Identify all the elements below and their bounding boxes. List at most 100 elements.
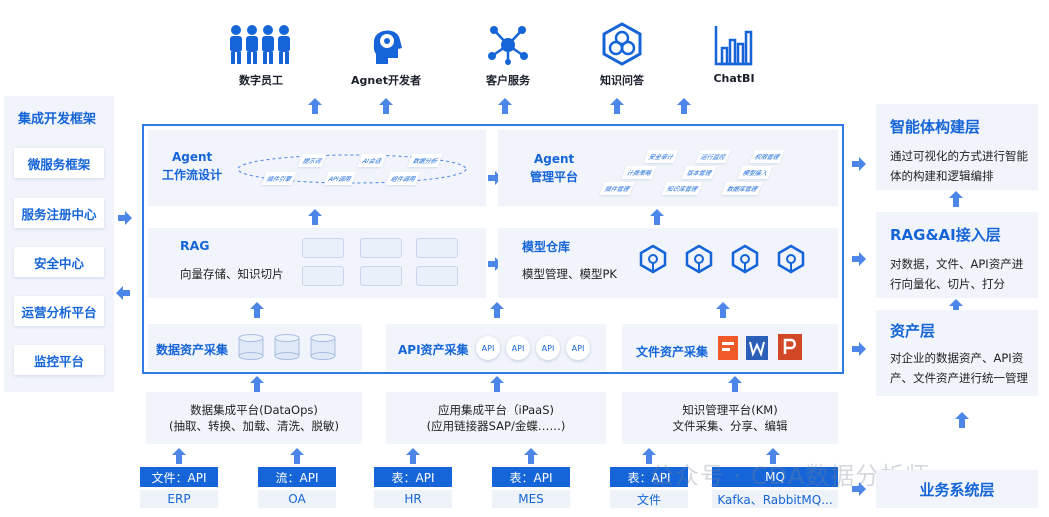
flow-node-plugin-engine: 插件引擎 <box>261 172 297 185</box>
right-arrow-icon <box>852 482 866 496</box>
flow-node-component-call: 组件调用 <box>385 172 421 185</box>
up-arrow-icon <box>379 98 393 114</box>
up-arrow-icon <box>498 98 512 114</box>
bar-chart-icon <box>714 26 753 66</box>
source-mes: MES <box>492 490 570 508</box>
up-arrow-icon <box>949 191 963 207</box>
up-arrow-icon <box>642 448 656 464</box>
platform-km: 知识管理平台(KM) 文件采集、分享、编辑 <box>622 392 838 444</box>
file-asset-panel: 文件资产采集 <box>622 324 838 370</box>
platform-dataops: 数据集成平台(DataOps) (抽取、转换、加载、清洗、脱敏) <box>146 392 362 444</box>
network-nodes-icon <box>488 26 528 65</box>
right-layer-business-title: 业务系统层 <box>919 480 995 499</box>
up-arrow-icon <box>766 448 780 464</box>
right-arrow-icon <box>852 252 866 266</box>
model-desc: 模型管理、模型PK <box>522 267 617 281</box>
right-layer-rag-ai-title: RAG&AI接入层 <box>890 226 1001 244</box>
database-icon <box>274 334 300 360</box>
right-layer-rag-ai: RAG&AI接入层 对数据，文件、API资产进行向量化、切片、打分 <box>876 212 1038 298</box>
model-title: 模型仓库 <box>522 240 571 254</box>
up-arrow-icon <box>308 98 322 114</box>
right-layer-asset-title: 资产层 <box>890 322 936 340</box>
source-file-api: 表：API <box>610 467 688 487</box>
source-oa: OA <box>258 490 336 508</box>
mgmt-node-monitor: 运行监控 <box>695 150 731 163</box>
up-arrow-icon <box>677 98 691 114</box>
api-chip: API <box>566 336 590 360</box>
source-erp: ERP <box>140 490 218 508</box>
right-layer-asset-desc: 对企业的数据资产、API资产、文件资产进行统一管理 <box>890 351 1028 385</box>
side-item-microservice[interactable]: 微服务框架 <box>14 148 104 178</box>
left-arrow-icon <box>116 286 130 300</box>
up-arrow-icon <box>490 302 504 318</box>
up-arrow-icon <box>650 209 664 225</box>
platform-ipaas-line1: 应用集成平台（iPaaS) <box>438 403 554 417</box>
up-arrow-icon <box>716 302 730 318</box>
platform-km-line2: 文件采集、分享、编辑 <box>672 419 788 433</box>
up-arrow-icon <box>524 448 538 464</box>
mgmt-node-kb: 知识库管理 <box>661 182 703 195</box>
model-cube-icon <box>685 244 713 274</box>
api-chip: API <box>476 336 500 360</box>
up-arrow-icon <box>406 448 420 464</box>
flow-node-api-call: API调用 <box>323 172 356 185</box>
side-item-security-center[interactable]: 安全中心 <box>14 247 104 277</box>
mgmt-node-model-access: 模型接入 <box>737 166 773 179</box>
rag-desc: 向量存储、知识切片 <box>180 267 284 281</box>
vector-chip <box>302 266 344 286</box>
top-label-agent-dev: Agnet开发者 <box>351 74 421 87</box>
vector-chip <box>416 238 458 258</box>
flow-node-ai-chat: AI会话 <box>357 154 387 167</box>
platform-ipaas: 应用集成平台（iPaaS) (应用链接器SAP/金蝶……) <box>386 392 606 444</box>
up-arrow-icon <box>308 209 322 225</box>
platform-km-line1: 知识管理平台(KM) <box>682 403 778 417</box>
source-mes-api: 表：API <box>492 467 570 487</box>
agent-workflow-title2: 工作流设计 <box>162 168 223 182</box>
file-asset-title: 文件资产采集 <box>636 345 709 359</box>
workflow-orbit-icon <box>237 154 467 184</box>
agent-workflow-panel: Agent 工作流设计 提示词 AI会话 数据分析 插件引擎 API调用 组件调… <box>148 130 486 206</box>
vector-chip <box>302 238 344 258</box>
model-cube-icon <box>731 244 759 274</box>
source-oa-api: 流：API <box>258 467 336 487</box>
source-hr-api: 表：API <box>374 467 452 487</box>
up-arrow-icon <box>250 376 264 392</box>
mgmt-node-version: 版本管理 <box>681 166 717 179</box>
vector-chip <box>416 266 458 286</box>
database-icon <box>310 334 336 360</box>
top-label-digital-staff: 数字员工 <box>239 74 283 87</box>
left-framework-panel: 集成开发框架 <box>4 96 114 392</box>
right-arrow-icon <box>118 211 132 225</box>
mgmt-node-plugin: 插件管理 <box>599 182 635 195</box>
api-chip: API <box>506 336 530 360</box>
people-group-icon <box>230 25 290 64</box>
data-asset-panel: 数据资产采集 <box>148 324 362 370</box>
data-asset-title: 数据资产采集 <box>156 343 229 357</box>
flow-node-data-analysis: 数据分析 <box>407 154 443 167</box>
right-arrow-icon <box>852 342 866 356</box>
up-arrow-icon <box>490 376 504 392</box>
source-file: 文件 <box>610 490 688 508</box>
platform-ipaas-line2: (应用链接器SAP/金蝶……) <box>426 419 566 433</box>
ppt-icon <box>778 334 802 360</box>
right-layer-asset: 资产层 对企业的数据资产、API资产、文件资产进行统一管理 <box>876 310 1038 396</box>
hexagon-circles-icon <box>602 22 642 66</box>
head-gear-icon <box>373 30 402 64</box>
model-cube-icon <box>639 244 667 274</box>
pdf-icon <box>718 336 738 360</box>
right-layer-agent-build: 智能体构建层 通过可视化的方式进行智能体的构建和逻辑编排 <box>876 104 1038 190</box>
source-erp-api: 文件：API <box>140 467 218 487</box>
model-cube-icon <box>777 244 805 274</box>
model-warehouse-panel: 模型仓库 模型管理、模型PK <box>498 228 838 298</box>
right-layer-business: 业务系统层 <box>876 470 1038 508</box>
up-arrow-icon <box>172 448 186 464</box>
up-arrow-icon <box>955 412 969 428</box>
up-arrow-icon <box>290 448 304 464</box>
side-item-monitoring[interactable]: 监控平台 <box>14 345 104 375</box>
side-item-service-registry[interactable]: 服务注册中心 <box>14 198 104 228</box>
agent-mgmt-title2: 管理平台 <box>530 170 579 184</box>
source-hr: HR <box>374 490 452 508</box>
side-item-ops-analysis[interactable]: 运营分析平台 <box>14 296 104 326</box>
mgmt-node-audit: 安全审计 <box>643 150 679 163</box>
agent-mgmt-title1: Agent <box>534 152 575 166</box>
